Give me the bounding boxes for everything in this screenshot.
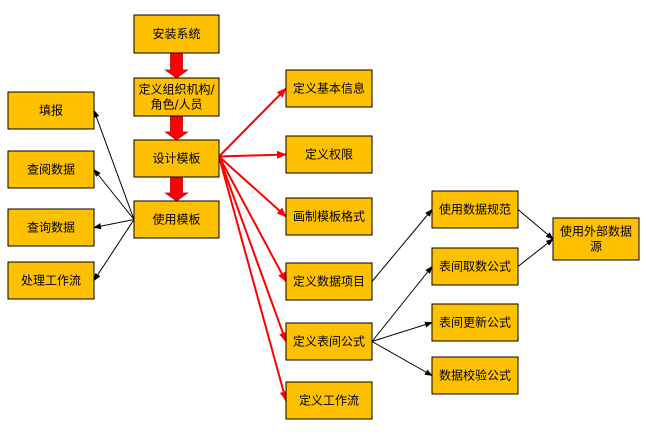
flow-arrow-layer — [164, 52, 189, 202]
node-label: 安装系统 — [152, 26, 200, 41]
node-box — [285, 197, 373, 236]
node-label: 查询数据 — [27, 220, 75, 235]
node-box — [7, 208, 95, 247]
edge-data_norm-to-external_source — [517, 209, 554, 240]
node-box — [431, 303, 519, 342]
node-use-template: 使用模板 — [133, 200, 220, 239]
node-label: 表间取数公式 — [439, 259, 511, 274]
node-box — [133, 14, 220, 54]
node-basic-info: 定义基本信息 — [285, 69, 373, 108]
node-label: 定义工作流 — [299, 393, 359, 408]
node-label: 定义组织机构/ — [138, 82, 215, 97]
node-fill-report: 填报 — [7, 91, 95, 130]
node-label: 数据校验公式 — [439, 368, 511, 383]
edge-design_template-to-data_items — [218, 156, 287, 283]
node-box — [431, 356, 519, 395]
edge-inter_table_formula-to-fetch_formula — [371, 265, 433, 342]
edge-design_template-to-inter_table_formula — [218, 156, 287, 343]
node-handle-workflow: 处理工作流 — [7, 261, 95, 300]
node-label: 填报 — [39, 103, 63, 118]
node-box — [285, 381, 373, 420]
node-box — [552, 217, 640, 261]
edge-inter_table_formula-to-validate_formula — [371, 341, 433, 376]
node-label: 源 — [590, 240, 602, 254]
node-fetch-formula: 表间取数公式 — [431, 247, 519, 286]
node-label: 定义权限 — [305, 147, 353, 162]
node-label: 查阅数据 — [27, 162, 75, 177]
node-label: 定义基本信息 — [293, 81, 365, 96]
node-box — [285, 262, 373, 301]
node-label: 使用数据规范 — [439, 202, 511, 217]
edge-design_template-to-draw_format — [218, 155, 287, 218]
node-box — [431, 190, 519, 229]
edge-design_template-to-workflow_def — [218, 156, 288, 402]
node-box — [285, 135, 373, 174]
node-inter-table-formula: 定义表间公式 — [285, 322, 373, 361]
node-label: 使用模板 — [152, 212, 200, 227]
block-arrow-install-to-define_org — [164, 52, 189, 79]
node-label: 设计模板 — [152, 152, 200, 166]
node-label: 定义表间公式 — [293, 334, 365, 349]
node-label: 表间更新公式 — [439, 315, 511, 330]
edge-design_template-to-permissions — [218, 150, 287, 159]
node-data-items: 定义数据项目 — [285, 262, 373, 301]
node-define-org: 定义组织机构/角色/人员 — [133, 77, 220, 117]
node-box — [285, 322, 373, 361]
node-label: 使用外部数据 — [560, 224, 632, 239]
node-design-template: 设计模板 — [133, 139, 220, 178]
node-workflow-def: 定义工作流 — [285, 381, 373, 420]
node-box — [431, 247, 519, 286]
node-label: 画制模板格式 — [293, 209, 365, 224]
edge-use_template-to-view_data — [93, 168, 135, 220]
node-validate-formula: 数据校验公式 — [431, 356, 519, 395]
node-box — [7, 261, 95, 300]
node-box — [285, 69, 373, 108]
node-query-data: 查询数据 — [7, 208, 95, 247]
node-label: 定义数据项目 — [293, 274, 365, 289]
node-update-formula: 表间更新公式 — [431, 303, 519, 342]
node-box — [7, 91, 95, 130]
edge-data_items-to-data_norm — [371, 208, 433, 282]
edge-use_template-to-query_data — [93, 219, 135, 230]
node-label: 处理工作流 — [21, 274, 81, 288]
edge-use_template-to-fill_report — [93, 109, 135, 220]
node-draw-format: 画制模板格式 — [285, 197, 373, 236]
edge-design_template-to-basic_info — [218, 87, 287, 158]
edge-use_template-to-handle_workflow — [93, 219, 135, 282]
node-install: 安装系统 — [133, 14, 220, 54]
node-box — [133, 200, 220, 239]
node-permissions: 定义权限 — [285, 135, 373, 174]
node-label: 角色/人员 — [150, 98, 202, 112]
node-data-norm: 使用数据规范 — [431, 190, 519, 229]
block-arrow-design_template-to-use_template — [164, 176, 189, 202]
block-arrow-define_org-to-design_template — [164, 115, 189, 141]
edge-inter_table_formula-to-update_formula — [371, 321, 433, 342]
node-box — [133, 77, 220, 117]
connector-layer — [93, 87, 554, 402]
edge-fetch_formula-to-external_source — [517, 238, 554, 267]
node-layer: 安装系统定义组织机构/角色/人员设计模板使用模板填报查阅数据查询数据处理工作流定… — [7, 14, 640, 420]
node-box — [7, 150, 95, 189]
node-view-data: 查阅数据 — [7, 150, 95, 189]
node-box — [133, 139, 220, 178]
